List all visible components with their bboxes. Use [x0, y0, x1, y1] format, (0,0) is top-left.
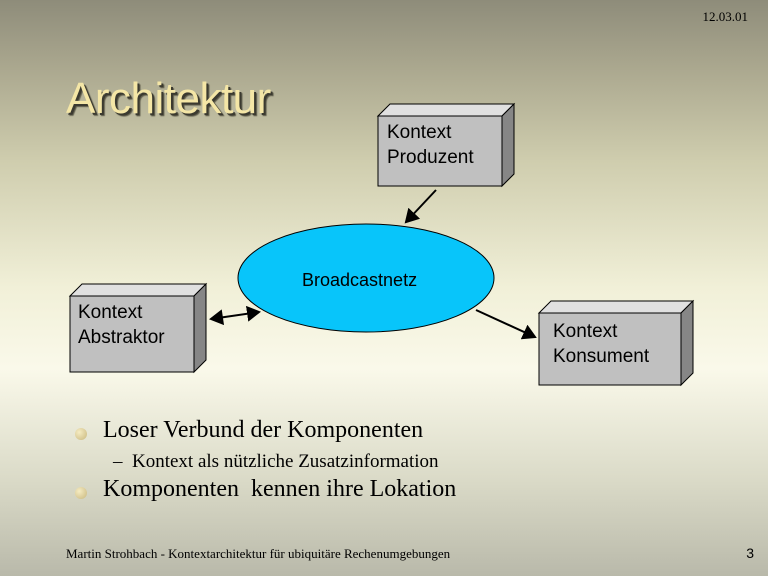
bullet-2-text: Komponenten kennen ihre Lokation [103, 476, 457, 502]
producer-label: Kontext Produzent [387, 122, 474, 168]
slide-title: Architektur [66, 74, 271, 123]
page-number: 3 [746, 545, 754, 561]
bullet-1-sub-text: – Kontext als nützliche Zusatzinformatio… [113, 451, 439, 472]
bullet-icon [75, 428, 87, 440]
abstractor-box [68, 282, 208, 374]
producer-box [376, 102, 516, 188]
bullet-icon [75, 487, 87, 499]
consumer-label: Kontext Konsument [553, 321, 650, 367]
consumer-box [537, 299, 695, 387]
consumer-arrow [475, 309, 537, 340]
slide-footer: Martin Strohbach - Kontextarchitektur fü… [66, 546, 451, 561]
slide-date: 12.03.01 [702, 9, 749, 24]
bullet-1-text: Loser Verbund der Komponenten [103, 417, 424, 443]
abstractor-arrow [209, 305, 261, 326]
producer-arrow [404, 189, 437, 224]
broadcast-network-ellipse [237, 223, 495, 333]
abstractor-label: Kontext Abstraktor [78, 302, 165, 348]
broadcast-network-label: Broadcastnetz [302, 270, 418, 290]
